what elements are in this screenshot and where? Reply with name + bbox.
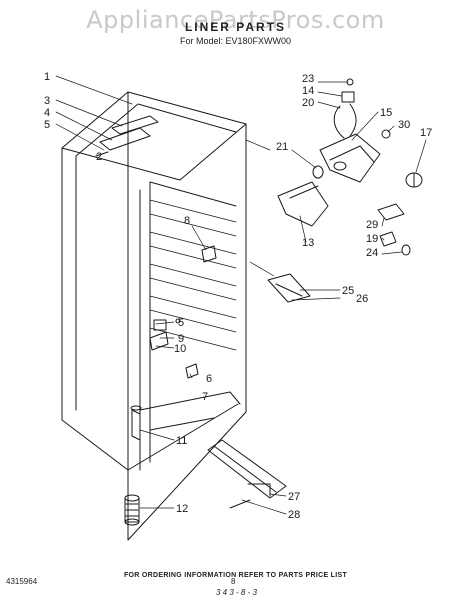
watermark: AppliancePartsPros.com — [86, 6, 385, 34]
callout-5b: 5 — [178, 317, 184, 329]
callout-25: 25 — [342, 285, 354, 297]
base-cover — [207, 439, 287, 509]
bracket-25-26 — [267, 273, 311, 303]
left-components — [149, 318, 181, 351]
callout-7: 7 — [202, 391, 208, 403]
callout-1: 1 — [44, 71, 50, 83]
callout-5a: 5 — [44, 119, 50, 131]
model-line: For Model: EV180FXWW00 — [179, 36, 292, 46]
lamp-30 — [381, 129, 391, 139]
callout-11: 11 — [176, 435, 187, 447]
document-number: 4315964 — [6, 577, 38, 586]
leader-lines — [55, 75, 427, 515]
callout-2: 2 — [96, 151, 102, 163]
callout-28: 28 — [288, 509, 300, 521]
top-brackets — [95, 115, 159, 157]
liner-cabinet — [61, 91, 247, 541]
callout-20: 20 — [302, 97, 314, 109]
callout-29: 29 — [366, 219, 378, 231]
callout-14: 14 — [302, 85, 314, 97]
callout-27: 27 — [288, 491, 300, 503]
callout-24: 24 — [366, 247, 378, 259]
leveling-leg — [124, 494, 140, 526]
control-housing — [319, 133, 381, 183]
bottom-hinge — [130, 405, 142, 441]
callout-10: 10 — [174, 343, 186, 355]
callout-13: 13 — [302, 237, 314, 249]
callout-numbers: 1 3 4 5 2 8 5 9 10 6 7 11 12 23 14 20 15… — [44, 71, 432, 521]
callout-19: 19 — [366, 233, 378, 245]
diagram-title: LINER PARTS — [184, 20, 287, 34]
switch-assembly — [377, 203, 411, 256]
callout-17: 17 — [420, 127, 432, 139]
part-8-clip — [201, 245, 217, 263]
callout-8: 8 — [184, 215, 190, 227]
callout-4: 4 — [44, 107, 50, 119]
knob-17 — [405, 172, 423, 188]
callout-26: 26 — [356, 293, 368, 305]
thermostat — [333, 91, 357, 139]
callout-3: 3 — [44, 95, 50, 107]
callout-9: 9 — [178, 333, 184, 345]
callout-15: 15 — [380, 107, 392, 119]
callout-12: 12 — [176, 503, 188, 515]
air-duct — [277, 181, 329, 227]
light-socket — [312, 165, 324, 179]
callout-23: 23 — [302, 73, 314, 85]
shelf-ribs — [149, 199, 237, 351]
ordering-note: FOR ORDERING INFORMATION REFER TO PARTS … — [123, 572, 348, 579]
page-number: 8 — [231, 577, 236, 586]
callout-30: 30 — [398, 119, 410, 131]
callout-6: 6 — [206, 373, 212, 385]
handwritten-code: 3 4 3 - 8 - 3 — [216, 588, 257, 597]
callout-21: 21 — [276, 141, 288, 153]
part-6-clip — [185, 363, 199, 379]
